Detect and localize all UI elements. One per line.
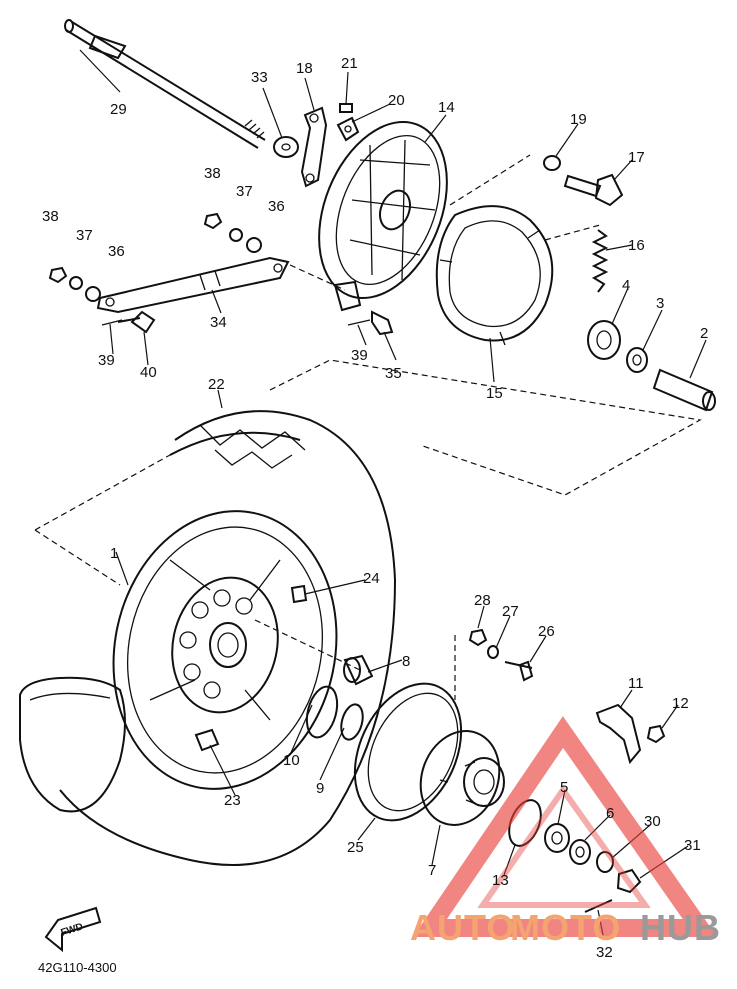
nut-28 xyxy=(468,628,488,647)
callout-14: 14 xyxy=(438,99,455,116)
brake-camshaft-17 xyxy=(563,173,624,207)
watermark-auto: AUTO xyxy=(410,907,515,948)
callout-38: 38 xyxy=(42,208,59,225)
nut-12 xyxy=(646,724,666,744)
brake-cam-lever-18 xyxy=(300,106,328,188)
axle-nut-31 xyxy=(616,868,642,894)
nut-38-left xyxy=(48,266,68,284)
callout-23: 23 xyxy=(224,792,241,809)
callout-13: 13 xyxy=(492,872,509,889)
callout-29: 29 xyxy=(110,101,127,118)
forward-arrow: FWD xyxy=(44,906,102,953)
locking-washer-11 xyxy=(595,703,642,765)
spacer-2 xyxy=(652,368,716,412)
callout-36: 36 xyxy=(108,243,125,260)
washer-37-left xyxy=(69,276,83,290)
callout-2: 2 xyxy=(700,325,708,342)
bearing-5 xyxy=(544,823,570,853)
callout-4: 4 xyxy=(622,277,630,294)
callout-18: 18 xyxy=(296,60,313,77)
callout-3: 3 xyxy=(656,295,664,312)
callout-10: 10 xyxy=(283,752,300,769)
callout-28: 28 xyxy=(474,592,491,609)
oil-seal-6 xyxy=(569,839,591,865)
bolt-35 xyxy=(371,310,394,336)
callout-30: 30 xyxy=(644,813,661,830)
callout-37: 37 xyxy=(76,227,93,244)
callout-33: 33 xyxy=(251,69,268,86)
callout-9: 9 xyxy=(316,780,324,797)
callout-labels: 1234567891011121314151617181920212223242… xyxy=(42,55,708,961)
callout-25: 25 xyxy=(347,839,364,856)
fwd-label: FWD xyxy=(60,921,85,939)
callout-5: 5 xyxy=(560,779,568,796)
callout-39: 39 xyxy=(98,352,115,369)
callout-1: 1 xyxy=(110,545,118,562)
callout-15: 15 xyxy=(486,385,503,402)
callout-19: 19 xyxy=(570,111,587,128)
callout-8: 8 xyxy=(402,653,410,670)
callout-6: 6 xyxy=(606,805,614,822)
bearing-4 xyxy=(587,320,621,360)
callout-40: 40 xyxy=(140,364,157,381)
cotter-pin-39-left xyxy=(101,319,123,326)
watermark-moto: MOTO xyxy=(510,907,621,948)
washer-27 xyxy=(487,645,499,659)
o-ring-9 xyxy=(340,703,364,741)
callout-12: 12 xyxy=(672,695,689,712)
cotter-pin-32 xyxy=(584,899,613,913)
cotter-pin-39-right xyxy=(347,319,371,326)
washer-36-left xyxy=(85,286,101,302)
wheel-rim-1 xyxy=(112,510,338,790)
watermark-text: AUTO MOTO HUB xyxy=(410,907,721,948)
brake-shoe-plate-14 xyxy=(318,120,448,312)
brake-shoes-15 xyxy=(435,205,554,346)
callout-37: 37 xyxy=(236,183,253,200)
valve-23 xyxy=(194,728,220,752)
clutch-hub-7 xyxy=(419,730,505,826)
callout-24: 24 xyxy=(363,570,380,587)
callout-32: 32 xyxy=(596,944,613,961)
assembly-guides xyxy=(34,154,702,700)
bolt-40 xyxy=(117,310,156,334)
callout-20: 20 xyxy=(388,92,405,109)
callout-34: 34 xyxy=(210,314,227,331)
callout-17: 17 xyxy=(628,149,645,166)
callout-7: 7 xyxy=(428,862,436,879)
collar-30 xyxy=(596,851,614,873)
washer-33 xyxy=(273,136,299,158)
watermark-hub: HUB xyxy=(640,907,721,948)
washer-36-upper xyxy=(246,237,262,253)
nut-38-upper xyxy=(203,212,223,230)
callout-26: 26 xyxy=(538,623,555,640)
damper-25 xyxy=(353,682,463,822)
callout-31: 31 xyxy=(684,837,701,854)
callout-11: 11 xyxy=(628,675,644,692)
bearing-8 xyxy=(343,654,374,686)
callout-36: 36 xyxy=(268,198,285,215)
watermark-logo xyxy=(413,716,718,937)
wear-indicator-20 xyxy=(336,116,360,142)
rear-axle xyxy=(64,19,266,149)
callout-21: 21 xyxy=(341,55,358,72)
drawing-code: 42G110-4300 xyxy=(38,960,117,975)
o-ring-10 xyxy=(305,685,339,739)
bolt-26 xyxy=(504,660,534,682)
callout-16: 16 xyxy=(628,237,645,254)
leader-lines xyxy=(79,49,707,941)
tension-bar-34 xyxy=(96,256,290,314)
callout-22: 22 xyxy=(208,376,225,393)
bolt-21 xyxy=(339,103,353,113)
collar-3 xyxy=(626,347,648,373)
callout-35: 35 xyxy=(385,365,402,382)
oil-seal-19 xyxy=(543,155,561,171)
callout-39: 39 xyxy=(351,347,368,364)
washer-37-upper xyxy=(229,228,243,242)
callout-38: 38 xyxy=(204,165,221,182)
callout-27: 27 xyxy=(502,603,519,620)
tire-22 xyxy=(19,410,397,866)
shoe-spring-16 xyxy=(591,229,609,293)
balance-weight-24 xyxy=(290,584,308,604)
